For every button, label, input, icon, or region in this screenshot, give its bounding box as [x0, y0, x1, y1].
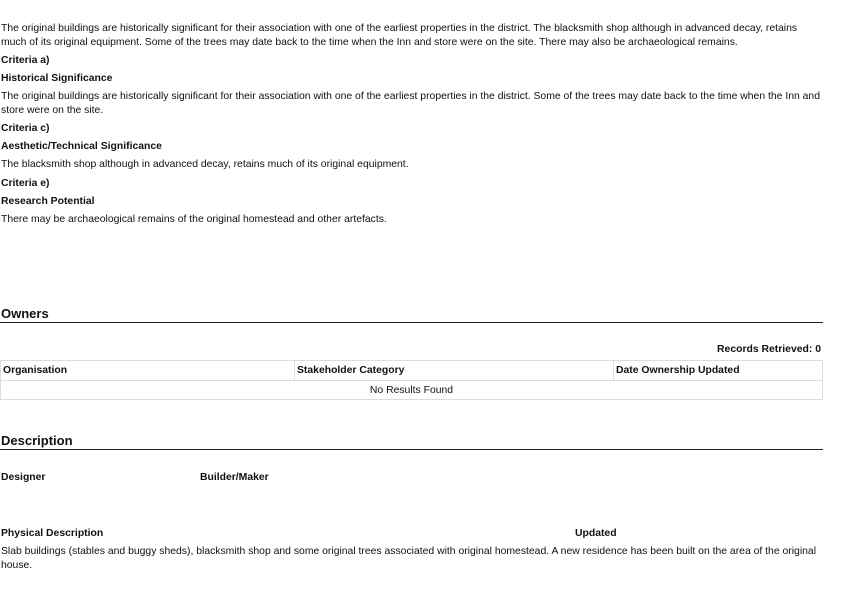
no-results-message: No Results Found	[0, 380, 823, 400]
criteria-c-label: Criteria c)	[1, 123, 50, 134]
criteria-c-text: The blacksmith shop although in advanced…	[1, 159, 409, 170]
criteria-a-label: Criteria a)	[1, 55, 50, 66]
criteria-a-text: The original buildings are historically …	[1, 91, 820, 116]
owners-section-title: Owners	[1, 306, 49, 321]
physical-description-label: Physical Description	[1, 528, 104, 539]
column-header-date-ownership-updated[interactable]: Date Ownership Updated	[613, 360, 823, 381]
criteria-a-heading: Historical Significance	[1, 73, 113, 84]
owners-divider	[0, 322, 823, 323]
designer-label: Designer	[1, 472, 46, 483]
column-header-organisation[interactable]: Organisation	[0, 360, 295, 381]
description-section-title: Description	[1, 433, 73, 448]
records-retrieved-count: Records Retrieved: 0	[717, 344, 821, 355]
owners-table-header-row: Organisation Stakeholder Category Date O…	[0, 360, 823, 381]
criteria-e-text: There may be archaeological remains of t…	[1, 214, 387, 225]
owners-table: Organisation Stakeholder Category Date O…	[0, 360, 823, 400]
builder-maker-label: Builder/Maker	[200, 472, 269, 483]
criteria-e-heading: Research Potential	[1, 196, 95, 207]
significance-summary: The original buildings are historically …	[1, 23, 798, 48]
updated-label: Updated	[575, 528, 617, 539]
criteria-c-heading: Aesthetic/Technical Significance	[1, 141, 162, 152]
criteria-e-label: Criteria e)	[1, 178, 50, 189]
physical-description-text: Slab buildings (stables and buggy sheds)…	[1, 546, 817, 571]
table-row: No Results Found	[0, 380, 823, 400]
description-divider	[0, 449, 823, 450]
column-header-stakeholder-category[interactable]: Stakeholder Category	[294, 360, 614, 381]
